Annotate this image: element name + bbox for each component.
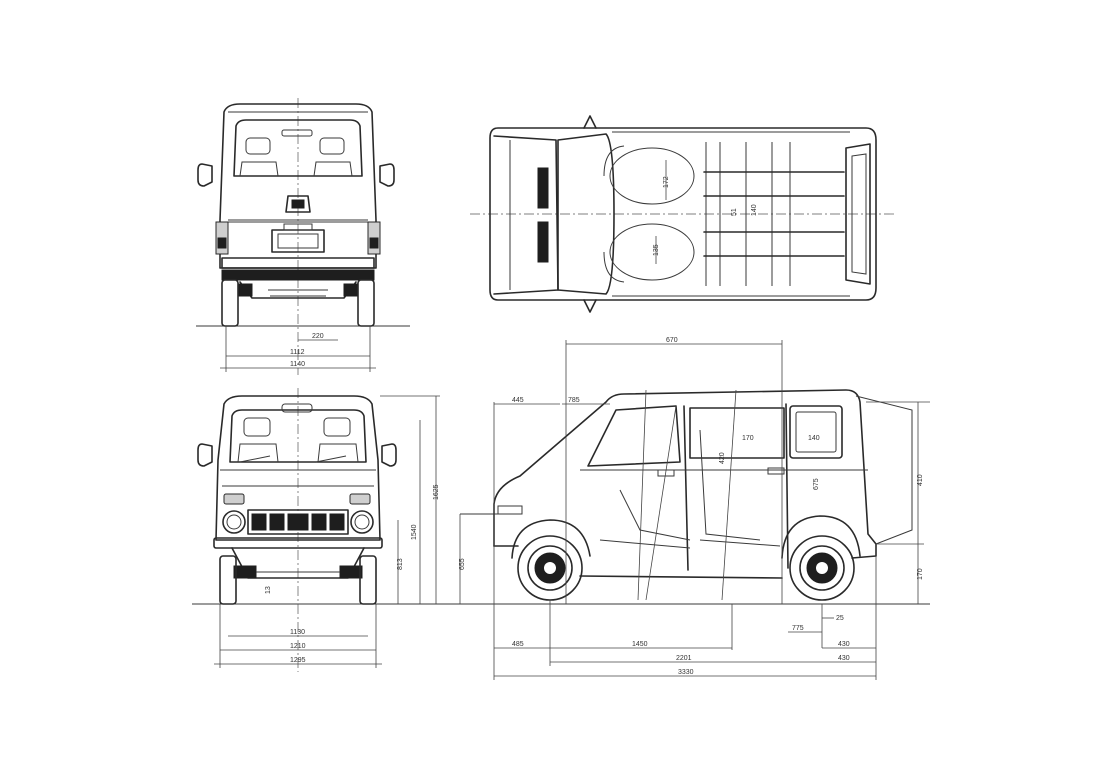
dim-top-135: 135 <box>653 244 660 256</box>
dim-side-430a: 430 <box>838 641 850 648</box>
dim-top-172: 172 <box>663 176 670 188</box>
dim-side-410: 410 <box>917 474 924 486</box>
dim-side-670: 670 <box>666 337 678 344</box>
top-view: 172 135 51 140 <box>470 115 895 313</box>
side-view: 670 445 785 655 420 170 140 675 410 170 … <box>459 337 930 680</box>
dim-front-1540: 1540 <box>411 524 418 540</box>
dim-front-813: 813 <box>397 558 404 570</box>
dim-side-420: 420 <box>719 452 726 464</box>
dim-top-51: 51 <box>731 208 738 216</box>
dim-top-140: 140 <box>751 204 758 216</box>
dim-side-1450: 1450 <box>632 641 648 648</box>
dim-front-1625: 1625 <box>433 484 440 500</box>
dim-side-140: 140 <box>808 435 820 442</box>
dim-side-3330: 3330 <box>678 669 694 676</box>
front-view: 1625 1540 813 13 1130 1210 1295 <box>192 388 460 672</box>
dim-side-485: 485 <box>512 641 524 648</box>
dim-rear-1140: 1140 <box>290 361 305 368</box>
dim-side-430b: 430 <box>838 655 850 662</box>
dim-front-1130: 1130 <box>290 629 305 636</box>
dim-side-170b: 170 <box>917 568 924 580</box>
dim-side-655: 655 <box>459 558 466 570</box>
dim-side-775: 775 <box>792 625 804 632</box>
dim-front-13: 13 <box>265 586 272 594</box>
dim-side-2201: 2201 <box>676 655 692 662</box>
dim-front-1210: 1210 <box>290 643 306 650</box>
dim-front-1295: 1295 <box>290 657 306 664</box>
dim-side-25: 25 <box>836 615 844 622</box>
dim-side-785: 785 <box>568 397 580 404</box>
rear-view: 220 1112 1140 <box>196 98 410 375</box>
dim-side-675: 675 <box>813 478 820 490</box>
dim-side-445: 445 <box>512 397 524 404</box>
dim-side-170: 170 <box>742 435 754 442</box>
dim-rear-1112: 1112 <box>290 349 305 356</box>
dim-rear-220: 220 <box>312 333 324 340</box>
